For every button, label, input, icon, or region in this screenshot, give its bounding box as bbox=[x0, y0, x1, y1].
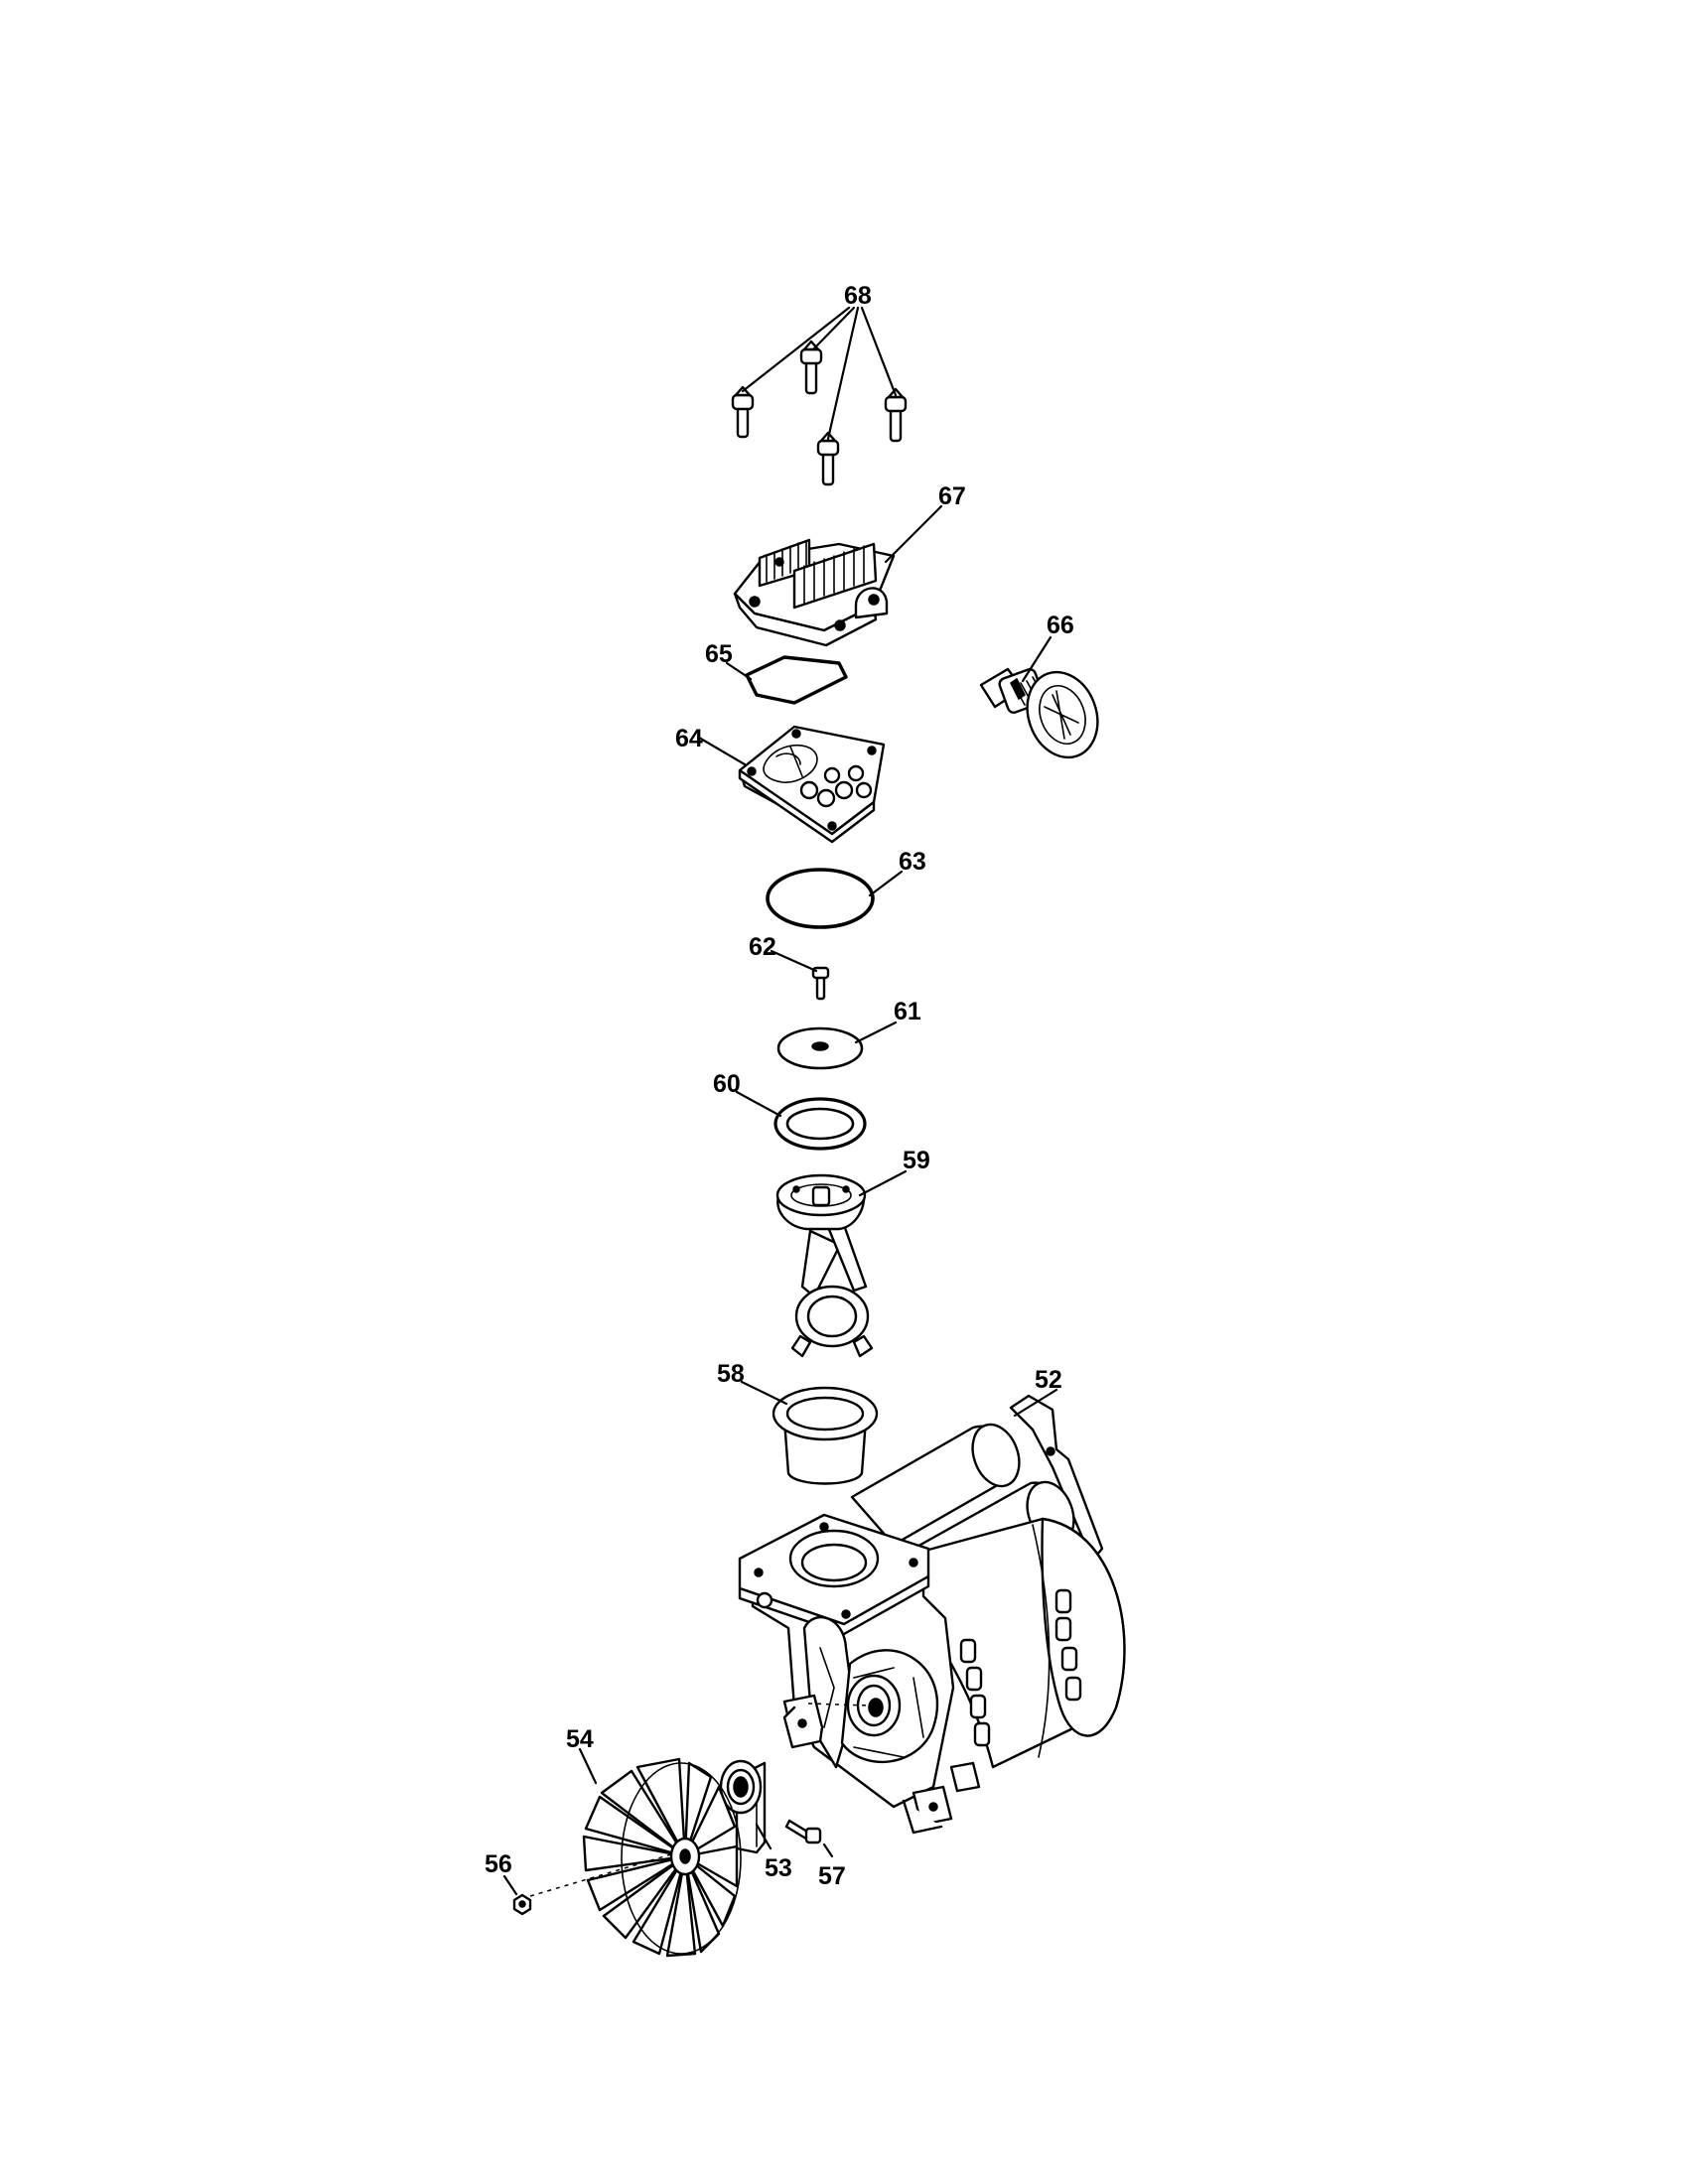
part-68-head-bolts[interactable] bbox=[731, 306, 908, 486]
callout-57: 57 bbox=[818, 1862, 846, 1890]
part-54-fan[interactable] bbox=[578, 1747, 742, 1958]
callout-54: 54 bbox=[566, 1725, 594, 1753]
callout-67: 67 bbox=[938, 482, 966, 510]
callout-59: 59 bbox=[903, 1147, 930, 1174]
part-58-cylinder-sleeve[interactable] bbox=[740, 1380, 879, 1485]
callout-63: 63 bbox=[899, 848, 926, 876]
part-57-set-screw[interactable] bbox=[784, 1819, 834, 1858]
part-63-o-ring[interactable] bbox=[766, 868, 904, 929]
bolt bbox=[731, 385, 755, 439]
part-56-nut[interactable] bbox=[502, 1853, 672, 1916]
part-59-connecting-rod[interactable] bbox=[775, 1169, 908, 1358]
bolt bbox=[816, 431, 840, 486]
callout-58: 58 bbox=[717, 1360, 745, 1388]
callout-68: 68 bbox=[844, 282, 872, 310]
bolt bbox=[799, 340, 823, 395]
callout-65: 65 bbox=[705, 640, 733, 668]
part-62-screw[interactable] bbox=[770, 949, 830, 1001]
part-66-valve-assembly[interactable] bbox=[979, 635, 1109, 767]
callout-52: 52 bbox=[1035, 1366, 1062, 1394]
part-67-cylinder-head[interactable] bbox=[733, 504, 943, 647]
part-64-valve-plate[interactable] bbox=[697, 725, 886, 844]
part-65-gasket[interactable] bbox=[725, 655, 848, 705]
callout-60: 60 bbox=[713, 1070, 741, 1098]
part-53-eccentric[interactable] bbox=[719, 1759, 772, 1854]
fan-blades bbox=[582, 1757, 739, 1958]
callout-56: 56 bbox=[485, 1850, 512, 1878]
callout-64: 64 bbox=[675, 725, 703, 752]
bolt bbox=[884, 387, 908, 443]
part-61-retainer-disc[interactable] bbox=[776, 1021, 898, 1070]
part-52-motor-crankcase[interactable] bbox=[738, 1388, 1126, 1835]
part-60-piston-seal[interactable] bbox=[735, 1090, 867, 1151]
callout-66: 66 bbox=[1047, 612, 1074, 639]
callout-62: 62 bbox=[749, 933, 776, 961]
callout-53: 53 bbox=[765, 1854, 792, 1882]
callout-61: 61 bbox=[894, 998, 921, 1025]
